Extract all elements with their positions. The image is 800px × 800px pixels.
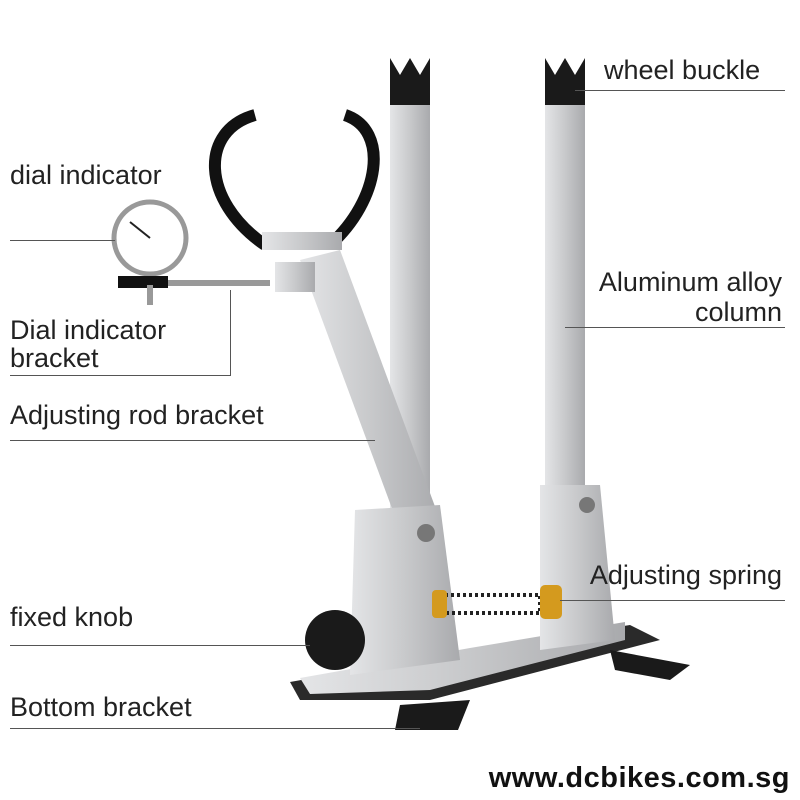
label-bottom-bracket: Bottom bracket <box>10 692 192 722</box>
caliper-mount <box>262 232 342 250</box>
label-fixed-knob: fixed knob <box>10 602 134 632</box>
label-dial-bracket-line1: Dial indicator <box>10 315 167 345</box>
column-left-sleeve <box>350 505 460 675</box>
label-wheel-buckle: wheel buckle <box>604 55 761 85</box>
caliper-clamp <box>275 262 315 292</box>
label-aluminum-line2: column <box>694 297 782 327</box>
label-adjusting-rod-bracket: Adjusting rod bracket <box>10 400 264 430</box>
bolt-icon <box>579 497 595 513</box>
leader-line <box>230 290 231 376</box>
adjusting-spring <box>443 593 542 615</box>
label-dial-bracket-line2: bracket <box>10 343 99 373</box>
wheel-buckle-left <box>390 58 430 105</box>
dial-clamp <box>118 276 168 288</box>
foot <box>395 700 470 730</box>
bolt-icon <box>417 524 435 542</box>
leader-line <box>10 440 375 441</box>
spring-collar <box>432 590 447 618</box>
leader-line <box>575 90 785 91</box>
fixed-knob <box>305 610 365 670</box>
dial-probe <box>147 285 153 305</box>
leader-line <box>560 600 785 601</box>
leader-line <box>10 375 230 376</box>
watermark: www.dcbikes.com.sg <box>488 762 790 794</box>
aluminum-column-right <box>545 100 585 500</box>
dial-indicator-bracket <box>150 280 270 286</box>
leader-line <box>10 728 420 729</box>
wheel-buckle-right <box>545 58 585 105</box>
foot <box>610 650 690 680</box>
label-dial-indicator: dial indicator <box>10 160 162 190</box>
leader-line <box>565 327 785 328</box>
leader-line <box>10 240 115 241</box>
adjusting-rod-bracket <box>300 250 440 530</box>
leader-line <box>10 645 310 646</box>
spring-collar <box>540 585 562 619</box>
label-adjusting-spring: Adjusting spring <box>589 560 782 590</box>
dial-needle <box>129 221 151 239</box>
label-aluminum-line1: Aluminum alloy <box>598 267 782 297</box>
caliper-arm <box>208 109 380 250</box>
